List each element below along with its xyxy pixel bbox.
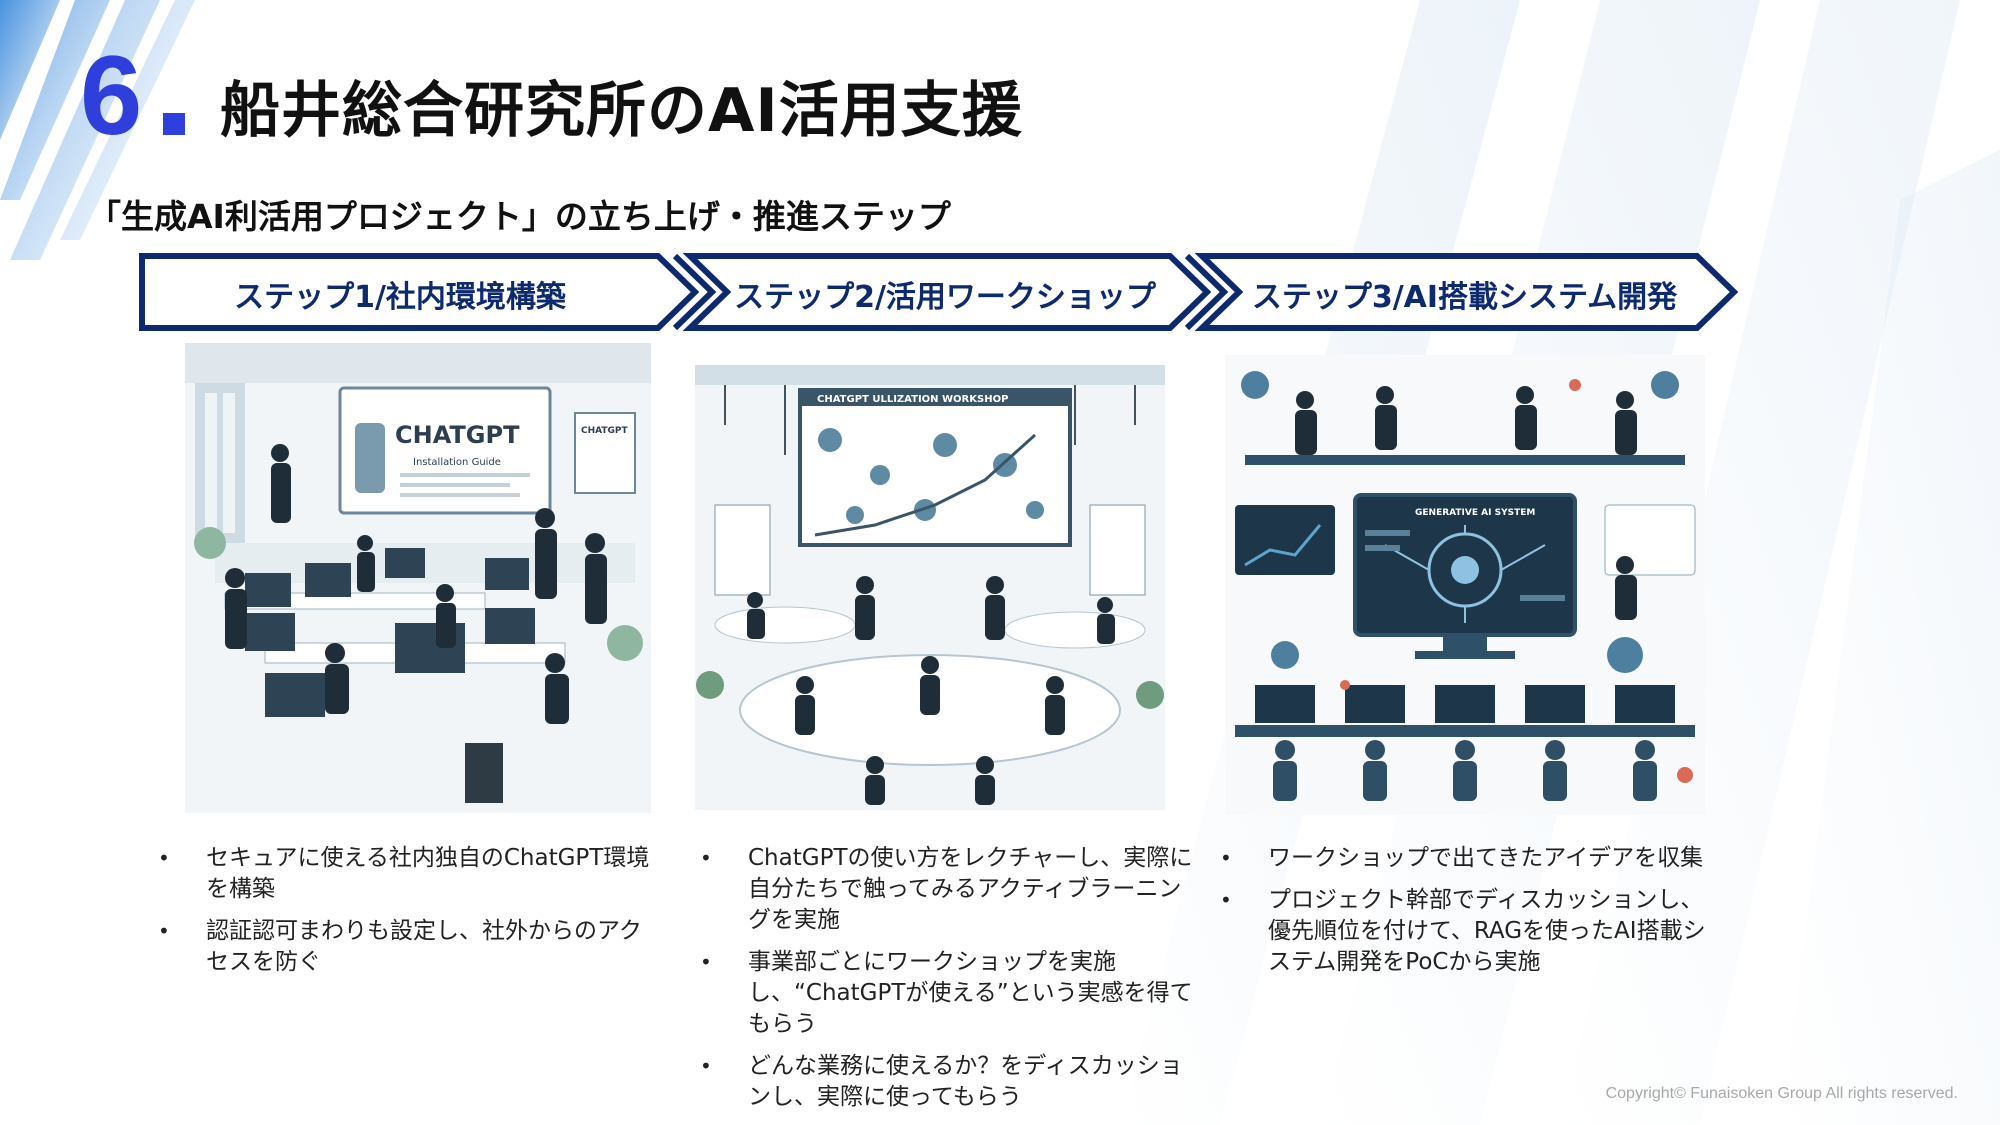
list-item: •セキュアに使える社内独自のChatGPT環境を構築 (158, 845, 650, 902)
list-item: •認証認可まわりも設定し、社外からのアクセスを防ぐ (158, 918, 642, 975)
subtitle: 「生成AI利活用プロジェクト」の立ち上げ・推進ステップ (88, 197, 951, 236)
bullet-dot: • (700, 1054, 712, 1078)
step-2-illustration: CHATGPT ULLIZATION WORKSHOP (695, 365, 1165, 810)
step-2-board-title: CHATGPT ULLIZATION WORKSHOP (817, 394, 1008, 405)
step-1-illustration: CHATGPT Installation Guide CHATGPT (185, 343, 651, 813)
step-1-board-subtitle: Installation Guide (413, 457, 501, 468)
bullet-dot: • (158, 846, 170, 870)
list-item: •どんな業務に使えるか？をディスカッションし、実際に使ってもらう (700, 1053, 1183, 1110)
bullet-dot: • (700, 950, 712, 974)
step-3-label: ステップ3/AI搭載システム開発 (1251, 280, 1678, 315)
page-title: 船井総合研究所のAI活用支援 (220, 76, 1023, 146)
list-item: •プロジェクト幹部でディスカッションし、優先順位を付けて、RAGを使ったAI搭載… (1220, 887, 1706, 975)
list-item: •事業部ごとにワークショップを実施し、“ChatGPTが使える”という実感を得て… (700, 949, 1193, 1037)
bullet-dot: • (700, 846, 712, 870)
step-3-illustration: GENERATIVE AI SYSTEM (1225, 355, 1705, 815)
step-3-bullet-list: •ワークショップで出てきたアイデアを収集 •プロジェクト幹部でディスカッションし… (1220, 843, 1718, 989)
list-item: •ワークショップで出てきたアイデアを収集 (1220, 843, 1718, 874)
step-1-chevron (672, 253, 717, 331)
copyright: Copyright© Funaisoken Group All rights r… (1605, 1085, 1958, 1102)
step-3-screen-title: GENERATIVE AI SYSTEM (1415, 508, 1535, 518)
step-2-bullet-list: •ChatGPTの使い方をレクチャーし、実際に自分たちで触ってみるアクティブラー… (700, 843, 1193, 1124)
list-item: •ChatGPTの使い方をレクチャーし、実際に自分たちで触ってみるアクティブラー… (700, 845, 1193, 933)
step-1-arrow (139, 253, 700, 331)
step-1-bullet-list: •セキュアに使える社内独自のChatGPT環境を構築 •認証認可まわりも設定し、… (158, 843, 656, 989)
step-1-board-title: CHATGPT (395, 421, 520, 449)
bullet-dot: • (1220, 888, 1232, 912)
step-1-side-board: CHATGPT (581, 426, 629, 436)
bullet-dot: • (158, 919, 170, 943)
step-2-label: ステップ2/活用ワークショップ (734, 280, 1156, 315)
bullet-dot: • (1220, 846, 1232, 870)
step-1-label: ステップ1/社内環境構築 (234, 280, 566, 315)
